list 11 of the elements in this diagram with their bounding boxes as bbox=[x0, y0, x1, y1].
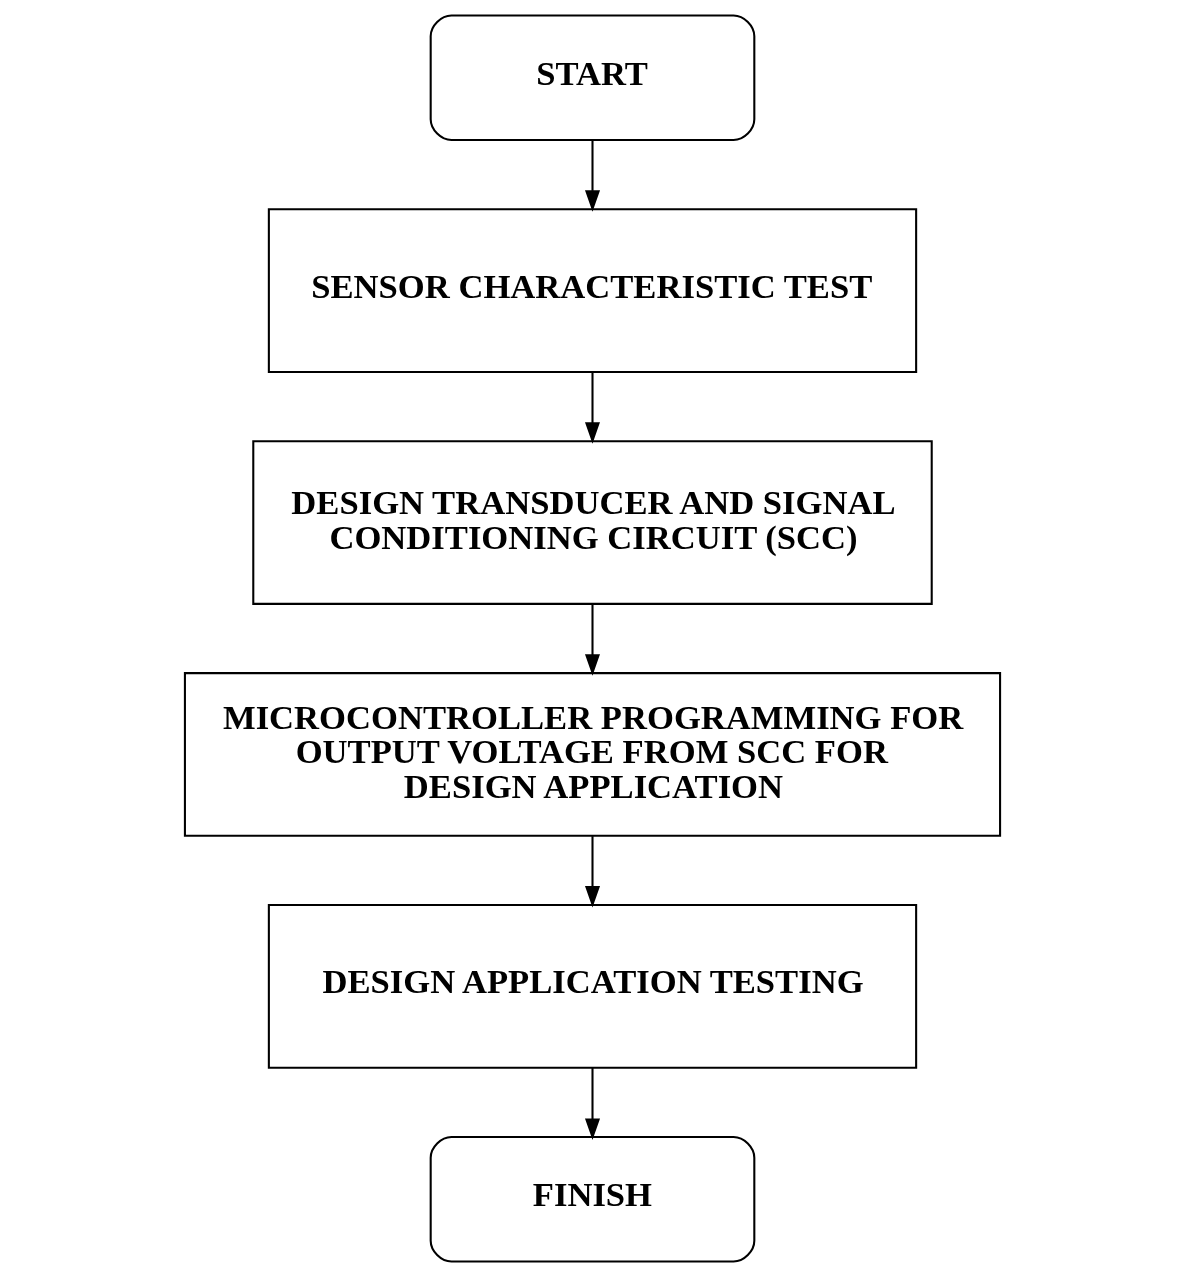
node-box: START bbox=[429, 14, 755, 142]
node-box: FINISH bbox=[429, 1135, 755, 1263]
node-box: MICROCONTROLLER PROGRAMMING FOR OUTPUT VOLTAGE FROM SCC FOR DESIGN APPLICATION bbox=[183, 672, 1001, 837]
arrow bbox=[584, 140, 600, 212]
arrow bbox=[584, 836, 600, 908]
arrow bbox=[584, 1067, 600, 1140]
arrow bbox=[584, 372, 600, 444]
node-box: DESIGN APPLICATION TESTING bbox=[267, 904, 917, 1069]
arrow bbox=[584, 604, 600, 676]
node-box: DESIGN TRANSDUCER AND SIGNAL CONDITIONING CIRCUIT (SCC) bbox=[251, 440, 933, 605]
node-box: SENSOR CHARACTERISTIC TEST bbox=[267, 208, 917, 373]
